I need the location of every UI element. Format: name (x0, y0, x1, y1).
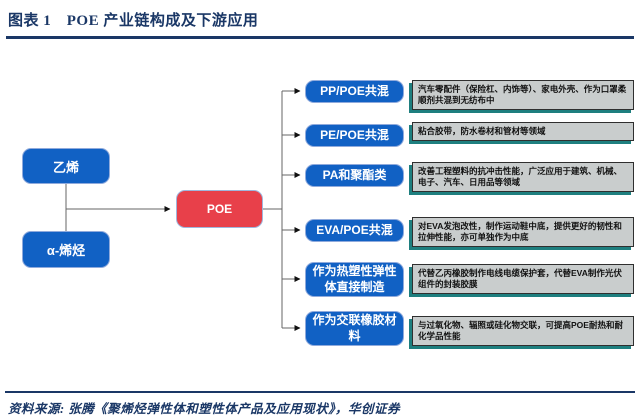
chart-title: 图表 1 POE 产业链构成及下游应用 (8, 13, 259, 29)
branch-box-eva-poe: EVA/POE共混 (305, 219, 404, 242)
application-box: 代替乙丙橡胶制作电线电缆保护套，代替EVA制作光伏组件的封装胶膜 (412, 264, 634, 295)
application-box: 与过氧化物、辐照或硅化物交联，可提高POE耐热和耐化学品性能 (412, 316, 634, 347)
application-box: 对EVA发泡改性，制作运动鞋中底，提供更好的韧性和拉伸性能，亦可单独作为中底 (412, 217, 634, 248)
branch-label: 作为热塑性弹性体直接制造 (312, 263, 397, 294)
branch-label: PP/POE共混 (320, 83, 389, 98)
branch-label: 作为交联橡胶材料 (312, 312, 397, 343)
application-box: 粘合胶带，防水卷材和管材等领域 (412, 122, 634, 142)
title-divider (6, 36, 634, 39)
source-note: 资料来源: 张腾《聚烯烃弹性体和塑性体产品及应用现状》，华创证券 (8, 402, 401, 416)
source-box-alpha-olefin: α-烯烃 (22, 231, 110, 268)
branch-label: EVA/POE共混 (316, 222, 393, 237)
branch-label: PA和聚酯类 (322, 167, 387, 182)
source-label: α-烯烃 (46, 243, 86, 258)
footer-divider (5, 391, 635, 393)
source-label: 乙烯 (52, 159, 79, 175)
application-box: 汽车零配件（保险杠、内饰等）、家电外壳、作为口罩柔顺剂共混到无纺布中 (412, 80, 634, 111)
branch-box-pe-poe: PE/POE共混 (305, 124, 404, 147)
branch-box-crosslinked-rubber: 作为交联橡胶材料 (305, 311, 404, 346)
branch-box-pa-polyester: PA和聚酯类 (305, 164, 404, 187)
branch-label: PE/POE共混 (320, 127, 389, 142)
branch-box-pp-poe: PP/POE共混 (305, 80, 404, 103)
branch-box-thermoplastic-elastomer: 作为热塑性弹性体直接制造 (305, 262, 404, 297)
source-box-ethylene: 乙烯 (22, 148, 110, 184)
poe-box: POE (176, 190, 263, 228)
application-box: 改善工程塑料的抗冲击性能，广泛应用于建筑、机械、电子、汽车、日用品等领域 (412, 162, 634, 193)
poe-label: POE (206, 202, 233, 216)
